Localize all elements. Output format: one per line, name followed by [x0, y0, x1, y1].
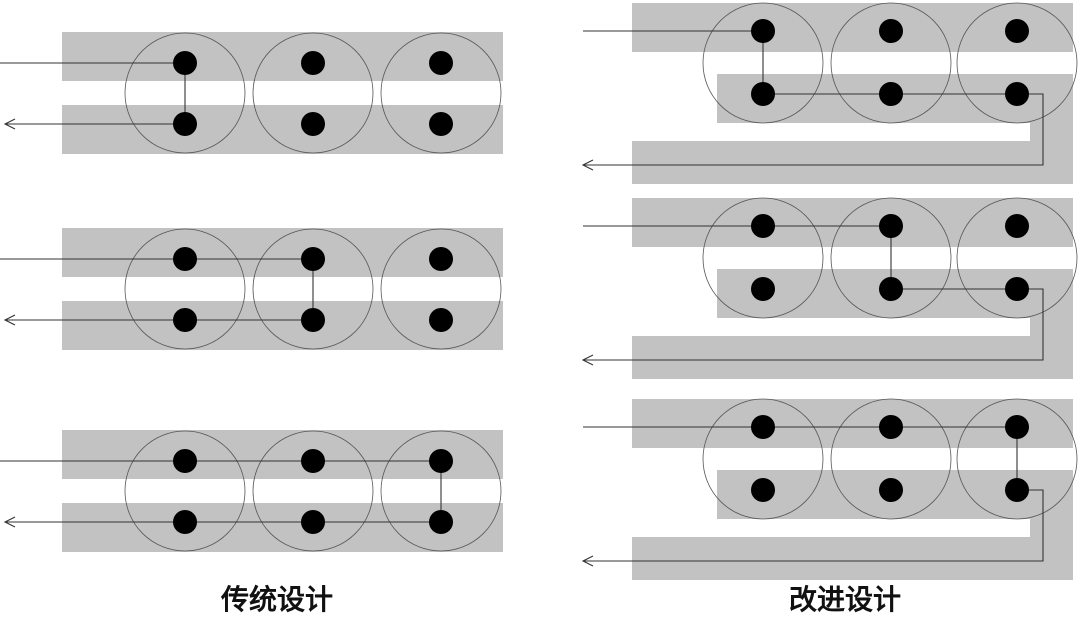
via-dot: [879, 478, 903, 502]
via-dot: [173, 510, 197, 534]
lower-band: [62, 301, 503, 350]
pad-circle: [252, 32, 374, 154]
via-dot: [751, 19, 775, 43]
pad-circle: [252, 228, 374, 350]
via-dot: [879, 214, 903, 238]
via-dot: [429, 449, 453, 473]
arrow-head: [3, 118, 16, 130]
return-band: [632, 141, 1073, 184]
pad-circle: [830, 398, 952, 520]
via-dot: [1005, 19, 1029, 43]
via-dot: [1005, 214, 1029, 238]
pad-circle: [830, 197, 952, 319]
via-dot: [879, 415, 903, 439]
via-dot: [301, 51, 325, 75]
traditional-unit-1: [0, 32, 503, 154]
via-dot: [301, 510, 325, 534]
return-band: [632, 336, 1073, 379]
via-dot: [429, 510, 453, 534]
via-dot: [301, 247, 325, 271]
via-dot: [429, 51, 453, 75]
pad-circle: [124, 228, 246, 350]
caption-traditional-design: 传统设计: [220, 583, 333, 616]
via-dot: [879, 82, 903, 106]
lower-band: [62, 105, 503, 154]
arrow-head: [3, 314, 16, 326]
via-dot: [1005, 415, 1029, 439]
upper-band: [62, 228, 503, 277]
pad-circle: [380, 430, 502, 552]
pad-circle: [956, 2, 1078, 124]
traditional-unit-3: [0, 430, 503, 552]
return-band: [632, 537, 1073, 580]
via-dot: [173, 308, 197, 332]
via-dot: [751, 478, 775, 502]
pad-circle: [252, 430, 374, 552]
via-dot: [1005, 82, 1029, 106]
via-dot: [173, 247, 197, 271]
upper-band: [62, 430, 503, 479]
pad-circle: [702, 197, 824, 319]
improved-unit-3: [581, 398, 1078, 580]
via-dot: [301, 112, 325, 136]
lower-band: [62, 503, 503, 552]
via-dot: [429, 308, 453, 332]
pad-circle: [956, 197, 1078, 319]
via-dot: [751, 214, 775, 238]
improved-unit-1: [581, 2, 1078, 184]
via-dot: [879, 277, 903, 301]
via-dot: [751, 82, 775, 106]
arrow-head: [581, 555, 594, 567]
traditional-unit-2: [0, 228, 503, 350]
pad-circle: [830, 2, 952, 124]
pad-circle: [380, 228, 502, 350]
via-dot: [1005, 478, 1029, 502]
via-dot: [751, 277, 775, 301]
via-dot: [879, 19, 903, 43]
via-dot: [173, 112, 197, 136]
upper-band: [632, 399, 1073, 448]
upper-band: [632, 3, 1073, 52]
pad-circle: [124, 430, 246, 552]
via-dot: [1005, 277, 1029, 301]
arrow-head: [581, 354, 594, 366]
pad-circle: [702, 398, 824, 520]
upper-band: [62, 32, 503, 81]
improved-unit-2: [581, 197, 1078, 379]
via-dot: [429, 247, 453, 271]
pad-circle: [956, 398, 1078, 520]
via-dot: [301, 308, 325, 332]
upper-band: [632, 198, 1073, 247]
pad-circle: [380, 32, 502, 154]
via-dot: [301, 449, 325, 473]
pad-circle: [124, 32, 246, 154]
pad-circle: [702, 2, 824, 124]
via-dot: [173, 51, 197, 75]
arrow-head: [3, 516, 16, 528]
caption-improved-design: 改进设计: [788, 583, 901, 616]
via-dot: [751, 415, 775, 439]
via-dot: [173, 449, 197, 473]
return-trace: [584, 288, 1044, 361]
via-dot: [429, 112, 453, 136]
arrow-head: [581, 159, 594, 171]
return-trace: [584, 489, 1044, 562]
